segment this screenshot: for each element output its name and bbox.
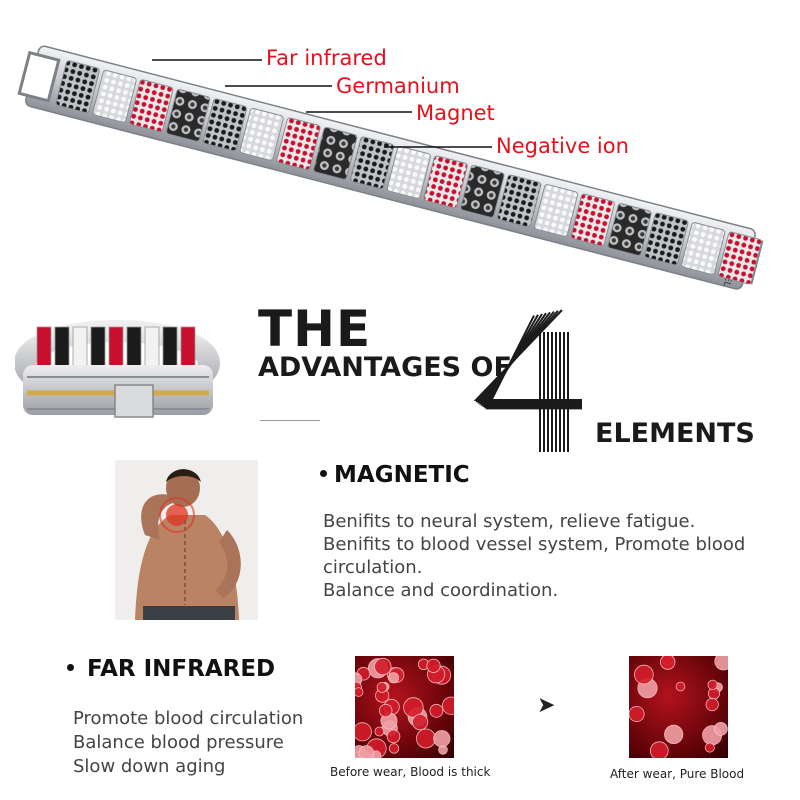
blood-after-image	[629, 656, 728, 758]
callout-far-infrared: Far infrared	[266, 46, 387, 70]
blood-cell	[388, 743, 400, 754]
bracelet-illustration: USWEL	[17, 45, 764, 290]
blood-cell	[426, 658, 441, 673]
blood-cell	[433, 730, 451, 748]
callout-negative-ion: Negative ion	[496, 134, 629, 158]
blood-cell	[429, 703, 444, 718]
ring-stone	[126, 326, 142, 368]
blood-cell	[650, 741, 669, 758]
far-infrared-line-2: Balance blood pressure	[73, 732, 284, 753]
magnetic-line-4: Balance and coordination.	[323, 580, 559, 601]
ring-stone	[36, 326, 52, 368]
negative-ion-inlay	[92, 69, 137, 123]
germanium-inlay	[55, 60, 100, 114]
after-caption: After wear, Pure Blood	[610, 767, 745, 781]
far-infrared-heading: FAR INFRARED	[87, 656, 276, 682]
blood-cell	[714, 656, 728, 671]
blood-cell	[403, 697, 424, 718]
magnetic-line-2: Benifits to blood vessel system, Promote…	[323, 534, 746, 555]
ring-stone	[72, 326, 88, 368]
man-back-illustration	[115, 460, 258, 620]
blood-cell	[379, 703, 393, 718]
blood-cell	[664, 724, 684, 745]
bracelet-clasp-left	[17, 50, 61, 103]
four-stroke-line	[480, 312, 582, 406]
title-advantages-of: ADVANTAGES OF	[258, 352, 512, 383]
ring-stone	[108, 326, 124, 368]
blood-cell	[629, 706, 645, 722]
blood-cell	[416, 728, 436, 749]
ring-stone	[90, 326, 106, 368]
blood-before-image	[355, 656, 454, 758]
four-stroke-line	[483, 314, 582, 409]
title-divider	[260, 420, 320, 421]
blood-cell	[660, 656, 676, 670]
ring-stone	[144, 326, 160, 368]
blood-cell	[705, 697, 719, 712]
blood-cell	[355, 722, 372, 742]
title-the: THE	[258, 300, 372, 358]
far-infrared-inlay	[129, 79, 174, 133]
magnet-inlay	[313, 127, 358, 180]
far-infrared-line-1: Promote blood circulation	[73, 708, 304, 729]
callout-germanium: Germanium	[336, 74, 460, 98]
magnetic-bullet	[320, 470, 327, 477]
far-infrared-inlay	[570, 193, 615, 247]
germanium-inlay	[644, 212, 689, 266]
magnet-inlay	[166, 88, 211, 142]
before-caption: Before wear, Blood is thick	[330, 765, 491, 779]
blood-cell	[411, 713, 429, 731]
blood-cell	[358, 745, 375, 758]
blood-cell	[713, 722, 728, 736]
four-stroke-line	[482, 313, 582, 407]
far-infrared-inlay	[276, 117, 321, 171]
germanium-inlay	[497, 174, 542, 228]
number-four-graphic: 4	[473, 309, 582, 452]
blood-cell	[442, 696, 454, 715]
arrow-right-icon: ➤	[537, 693, 556, 718]
far-infrared-bullet	[67, 664, 74, 671]
four-stroke-line	[485, 315, 582, 410]
far-infrared-line-3: Slow down aging	[73, 756, 226, 777]
magnet-inlay	[460, 165, 505, 218]
far-infrared-inlay	[423, 155, 468, 209]
blood-cell	[634, 664, 654, 685]
ring-stone	[162, 326, 178, 368]
magnetic-heading: MAGNETIC	[334, 462, 470, 488]
blood-cell	[388, 672, 400, 684]
bracelet-side-photo	[15, 320, 220, 418]
blood-cell	[355, 687, 364, 697]
blood-cell	[386, 729, 401, 744]
ring-stone	[180, 326, 196, 368]
back-pain-photo	[115, 460, 258, 620]
ring-stone	[54, 326, 70, 368]
blood-cell	[374, 657, 392, 676]
blood-cell	[675, 681, 686, 692]
title-elements: ELEMENTS	[595, 418, 755, 449]
blood-cell	[374, 726, 385, 737]
blood-cell	[707, 679, 718, 690]
callout-magnet: Magnet	[416, 101, 495, 125]
four-stroke-line	[478, 311, 582, 405]
negative-ion-inlay	[681, 222, 726, 275]
germanium-inlay	[202, 98, 247, 152]
negative-ion-inlay	[239, 107, 284, 161]
negative-ion-inlay	[533, 184, 579, 237]
blood-cell	[376, 681, 388, 693]
blood-cell	[704, 742, 715, 753]
far-infrared-inlay	[717, 231, 763, 285]
magnetic-line-3: circulation.	[323, 557, 423, 578]
magnet-inlay	[607, 203, 652, 256]
magnetic-line-1: Benifits to neural system, relieve fatig…	[323, 511, 696, 532]
germanium-inlay	[349, 136, 395, 190]
negative-ion-inlay	[386, 146, 431, 199]
